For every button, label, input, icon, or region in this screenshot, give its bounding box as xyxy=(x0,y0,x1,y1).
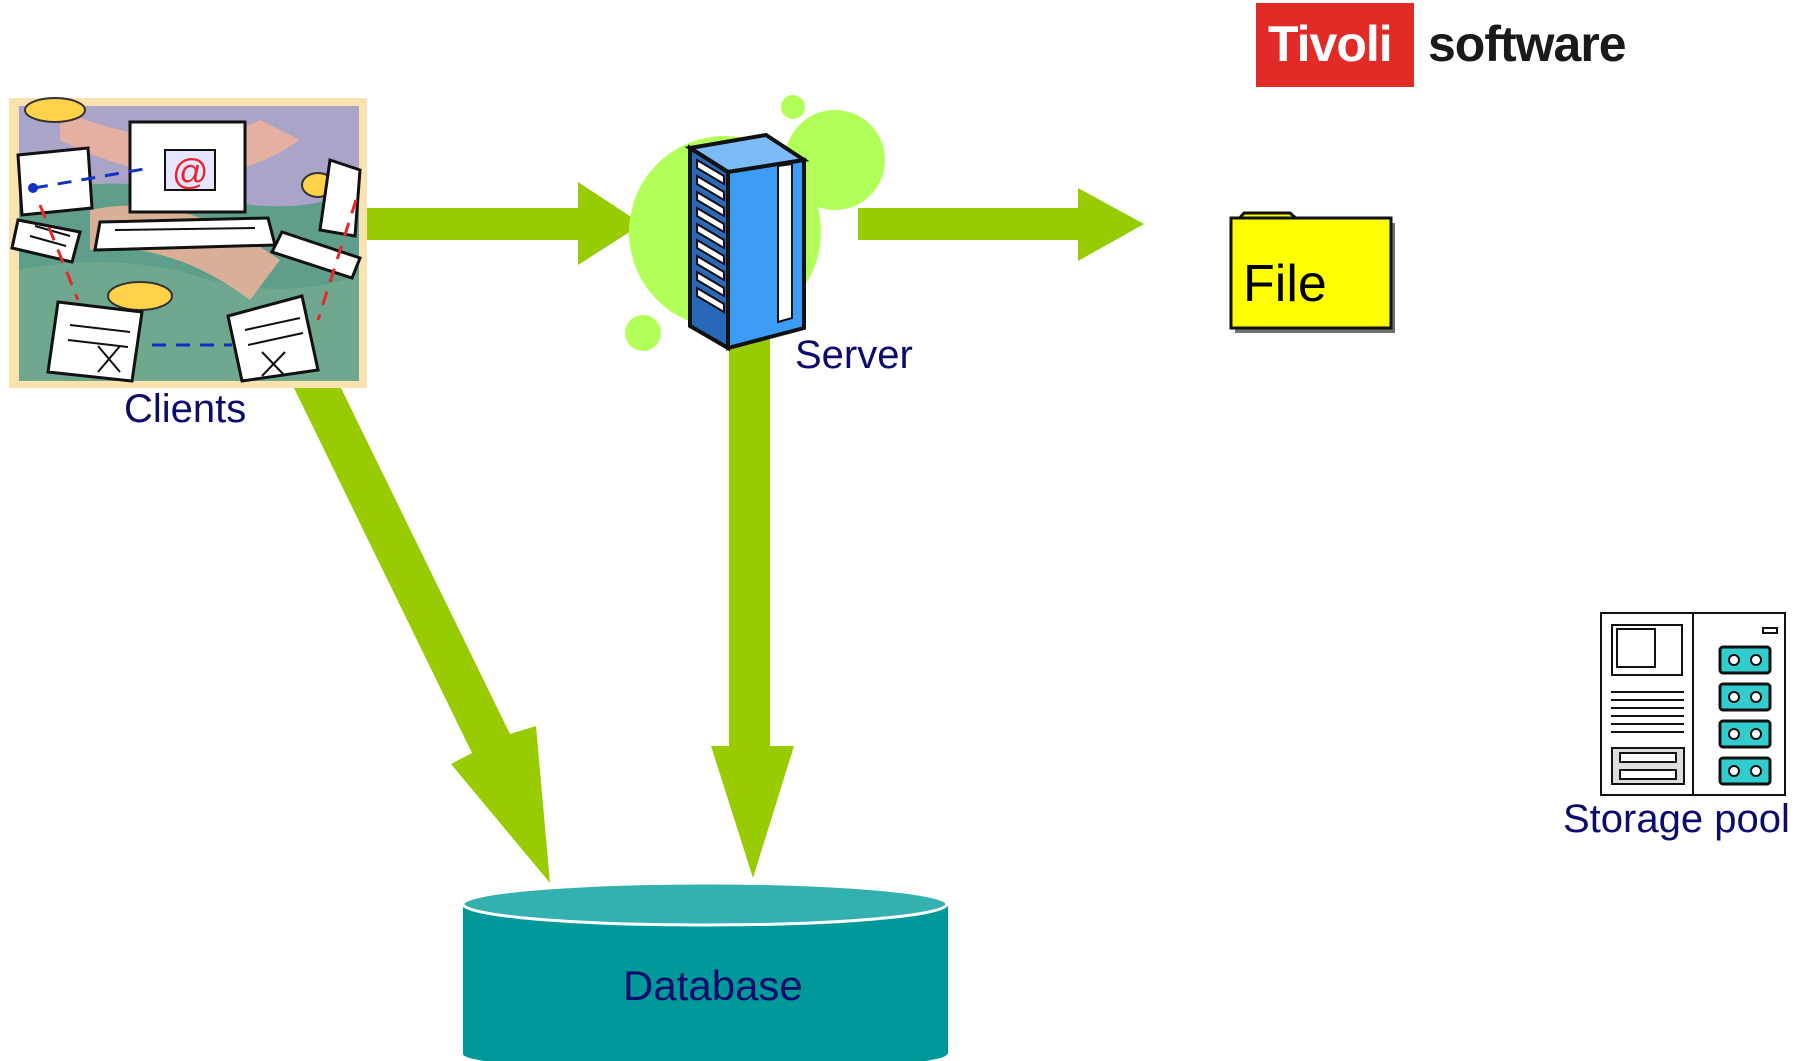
arrow-server-to-database xyxy=(711,330,794,878)
arrow-clients-to-database xyxy=(294,388,550,883)
server-tower-icon xyxy=(625,95,885,352)
clients-label: Clients xyxy=(124,387,247,431)
arrow-server-to-file xyxy=(858,188,1144,261)
brand-logo-box xyxy=(1256,3,1414,87)
database-cylinder-icon xyxy=(461,881,949,1061)
arrow-clients-to-server xyxy=(357,182,642,265)
clients-network-clipart-icon: @ xyxy=(9,97,367,388)
folder-icon xyxy=(1229,211,1395,333)
server-label: Server xyxy=(795,333,913,377)
brand-name: Tivoli xyxy=(1268,16,1393,72)
file-label: File xyxy=(1243,255,1327,313)
storage-pool-label: Storage pool xyxy=(1563,797,1790,841)
brand-suffix: software xyxy=(1428,16,1627,72)
svg-text:@: @ xyxy=(172,151,209,192)
tape-library-icon xyxy=(1600,612,1786,796)
database-label: Database xyxy=(623,962,803,1009)
